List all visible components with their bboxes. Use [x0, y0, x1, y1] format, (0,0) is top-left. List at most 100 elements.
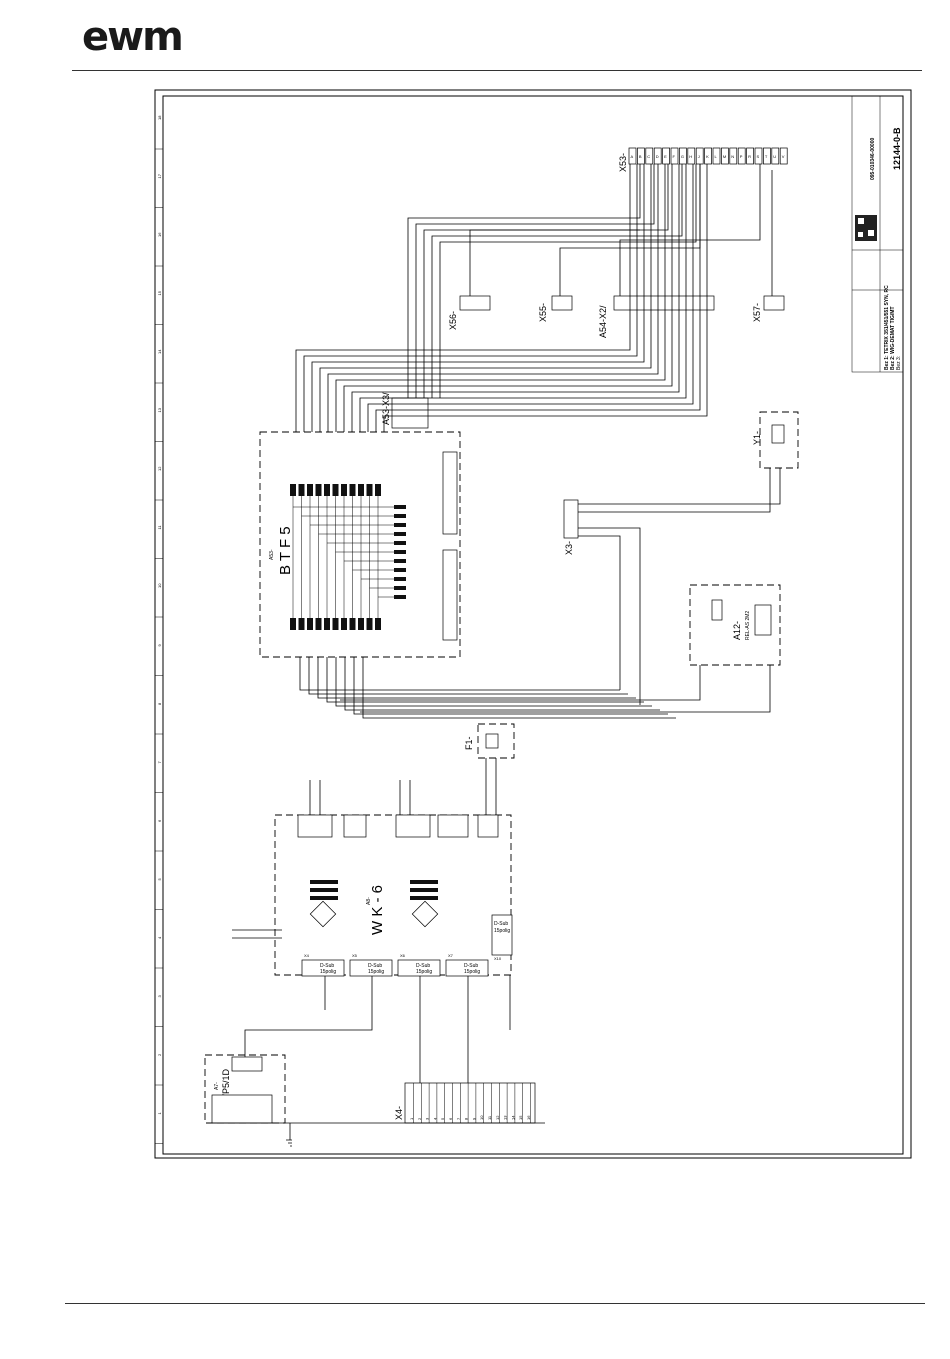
svg-text:15polig: 15polig	[464, 969, 480, 975]
grid-label: 18	[157, 115, 162, 120]
btf5-x1-block	[442, 451, 458, 535]
svg-text:X7: X7	[448, 953, 454, 958]
x4-pin: 15	[518, 1115, 523, 1120]
wk6-label: W K - 6	[369, 885, 386, 935]
title-line-3: Bez 3:	[896, 356, 902, 370]
x56-connector: X56-	[448, 295, 491, 330]
grid-label: 11	[157, 525, 162, 530]
svg-text:X5: X5	[352, 953, 358, 958]
btf5-connector-bottom	[290, 618, 381, 630]
svg-text:Y1-: Y1-	[752, 431, 762, 445]
rectifier-1	[309, 900, 337, 928]
grid-label: 9	[157, 644, 162, 647]
grid-label: 10	[157, 583, 162, 588]
x4-pin: 6	[448, 1117, 453, 1120]
x4-pin: 8	[464, 1117, 469, 1120]
grid-label: 16	[157, 232, 162, 237]
f1-fuse: F1-	[464, 723, 515, 759]
x53-pin: C	[647, 154, 650, 159]
x4-pin: 7	[456, 1117, 461, 1120]
grid-label: 6	[157, 819, 162, 822]
x53-pin: L	[715, 154, 718, 159]
x53-pin: J	[698, 154, 700, 159]
x53-pin: A	[631, 154, 634, 159]
svg-text:X3-: X3-	[564, 541, 574, 555]
x53-pin: N	[731, 154, 734, 159]
grid-label: 2	[157, 1053, 162, 1056]
wiring	[212, 164, 781, 1147]
svg-text:A54-X2/: A54-X2/	[598, 305, 608, 338]
svg-text:REL-AS 2M2: REL-AS 2M2	[745, 611, 751, 640]
x53-pin: F	[673, 154, 676, 159]
y1-solenoid: Y1-	[752, 411, 799, 469]
wk6-prefix: A8-	[366, 897, 372, 905]
transformer-t1	[410, 880, 438, 900]
a53-x3-connector: A53-X3/	[381, 392, 429, 429]
x53-pin: K	[706, 154, 709, 159]
title-line-1: Bez 1: TETRIX 351/451/551 SYN, RC	[884, 285, 890, 370]
x53-pin: S	[757, 154, 760, 159]
x53-pin: R	[748, 154, 751, 159]
btf5-label: B T F 5	[277, 526, 294, 575]
svg-text:D-Sub: D-Sub	[416, 963, 430, 969]
x4-pin: 16	[526, 1115, 531, 1120]
transformer-t2	[310, 880, 338, 900]
x4-pin: 13	[503, 1115, 508, 1120]
x4-pin: 10	[479, 1115, 484, 1120]
svg-text:X55-: X55-	[538, 303, 548, 322]
dsub-x6: D-Sub 15polig X6	[397, 953, 441, 977]
a12-relay: A12- REL-AS 2M2	[689, 584, 781, 666]
x4-pin: 12	[495, 1115, 500, 1120]
x4-pin: 5	[440, 1117, 445, 1120]
dsub-x7: D-Sub 15polig X7	[445, 953, 489, 977]
dsub-connectors: D-Sub 15polig X4 D-Sub 15polig X5 D-Sub …	[301, 914, 513, 977]
x4-pin: 14	[510, 1115, 515, 1120]
svg-text:X57-: X57-	[752, 303, 762, 322]
x53-pin: M	[723, 154, 726, 159]
svg-text:X53-: X53-	[618, 153, 628, 172]
x3-connector: X3-	[563, 499, 579, 555]
x53-pin: U	[773, 154, 776, 159]
svg-text:X4-: X4-	[394, 1106, 404, 1120]
drawing-number: 12144-0-B	[892, 127, 902, 170]
header-rule	[72, 70, 922, 71]
x4-pin: 3	[425, 1117, 430, 1120]
grid-label: 7	[157, 761, 162, 764]
x53-pin: B	[639, 154, 642, 159]
svg-text:D-Sub: D-Sub	[320, 963, 334, 969]
btf5-x2-block	[442, 549, 458, 641]
btf5-switch-matrix	[292, 496, 406, 618]
svg-text:15polig: 15polig	[368, 969, 384, 975]
grid-label: 17	[157, 173, 162, 178]
x4-pin: 11	[487, 1115, 492, 1120]
grid-label: 1	[157, 1112, 162, 1115]
vp51d-prefix: A7-	[214, 1082, 220, 1090]
x4-pin: 4	[432, 1117, 437, 1120]
svg-text:15polig: 15polig	[494, 928, 510, 934]
title-line-2: Bez 2: WIG-DEMAT TIG/MT	[890, 306, 896, 370]
x4-pin: 1	[409, 1117, 414, 1120]
ewm-logo: ewm	[82, 14, 184, 60]
svg-text:X10: X10	[494, 956, 502, 961]
x53-pin: T	[765, 154, 768, 159]
x53-pin: V	[782, 154, 785, 159]
svg-text:A12-: A12-	[732, 621, 742, 640]
document-number: 095-010346-00000	[870, 138, 876, 180]
vp51d-label: VP5/1D	[221, 1068, 231, 1100]
x57-connector: X57-	[752, 295, 785, 322]
rectifier-2	[411, 900, 439, 928]
dsub-x4: D-Sub 15polig X4	[301, 953, 345, 977]
grid-label: 12	[157, 466, 162, 471]
x54-connector: A54-X2/	[598, 295, 715, 338]
btf5-prefix: A53-	[269, 549, 275, 560]
x55-connector: X55-	[538, 295, 573, 322]
grid-label: 4	[157, 936, 162, 939]
svg-text:D-Sub: D-Sub	[368, 963, 382, 969]
x53-pin: E	[664, 154, 667, 159]
wk6-outline	[274, 814, 512, 976]
btf5-connector-top	[290, 484, 381, 496]
